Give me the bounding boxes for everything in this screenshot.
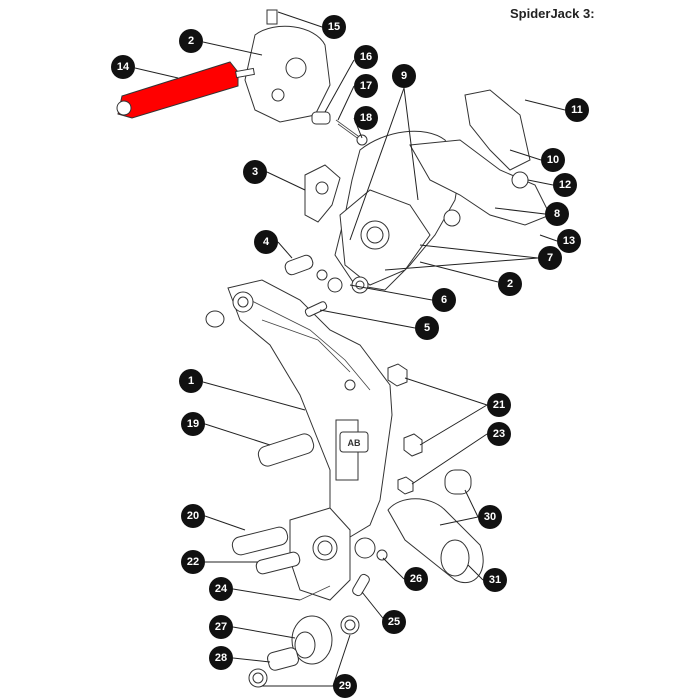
callout-24-label: 24 (215, 583, 228, 595)
callout-23: 23 (487, 422, 511, 446)
callout-11-label: 11 (571, 104, 583, 116)
callout-2-bottom-label: 2 (507, 278, 513, 290)
lower-bracket (289, 507, 351, 601)
callout-15: 15 (322, 15, 346, 39)
callout-19-label: 19 (187, 418, 199, 430)
logo-label: AB (348, 438, 361, 448)
callout-10-label: 10 (547, 154, 559, 166)
callout-27-label: 27 (215, 621, 227, 633)
callout-17-label: 17 (360, 80, 372, 92)
callout-13: 13 (557, 229, 581, 253)
callout-21: 21 (487, 393, 511, 417)
callout-20: 20 (181, 504, 205, 528)
callout-16-label: 16 (360, 51, 372, 63)
callout-2-top: 2 (179, 29, 203, 53)
callout-4-label: 4 (263, 236, 270, 248)
callout-11: 11 (565, 98, 589, 122)
callout-31: 31 (483, 568, 507, 592)
callout-7: 7 (538, 246, 562, 270)
callout-25: 25 (382, 610, 406, 634)
callout-22: 22 (181, 550, 205, 574)
callout-20-label: 20 (187, 510, 199, 522)
callout-7-label: 7 (547, 252, 553, 264)
callout-3-label: 3 (252, 166, 258, 178)
pulley-assembly (248, 573, 370, 688)
knob-assembly (354, 469, 484, 583)
callout-3: 3 (243, 160, 267, 184)
callout-4: 4 (254, 230, 278, 254)
pin-part (284, 254, 314, 276)
callout-24: 24 (209, 577, 233, 601)
callout-18-label: 18 (360, 112, 372, 124)
callout-27: 27 (209, 615, 233, 639)
callout-12: 12 (553, 173, 577, 197)
screws-16-18 (311, 111, 368, 146)
callout-13-label: 13 (563, 235, 575, 247)
callout-14-label: 14 (117, 61, 130, 73)
jaw-assembly (409, 89, 551, 227)
callout-15-label: 15 (328, 21, 340, 33)
cam-part (304, 164, 341, 223)
callout-5-label: 5 (424, 322, 430, 334)
callout-26: 26 (404, 567, 428, 591)
page-title: SpiderJack 3: (510, 6, 595, 21)
callout-22-label: 22 (187, 556, 199, 568)
callout-17: 17 (354, 74, 378, 98)
washers-small (304, 269, 343, 317)
callout-9-label: 9 (401, 70, 407, 82)
callout-9: 9 (392, 64, 416, 88)
callout-31-label: 31 (489, 574, 501, 586)
nuts-right (387, 363, 423, 495)
callout-30-label: 30 (484, 511, 496, 523)
callout-1: 1 (179, 369, 203, 393)
callout-1-label: 1 (188, 375, 194, 387)
callout-28: 28 (209, 646, 233, 670)
bolts-left (231, 433, 331, 601)
callout-18: 18 (354, 106, 378, 130)
callout-23-label: 23 (493, 428, 505, 440)
callout-30: 30 (478, 505, 502, 529)
callout-29: 29 (333, 674, 357, 698)
logo-plate: AB (339, 431, 369, 453)
callout-5: 5 (415, 316, 439, 340)
callout-19: 19 (181, 412, 205, 436)
callout-14: 14 (111, 55, 135, 79)
top-block (244, 9, 331, 123)
callout-8-label: 8 (554, 208, 560, 220)
callout-28-label: 28 (215, 652, 227, 664)
callout-8: 8 (545, 202, 569, 226)
callout-25-label: 25 (388, 616, 400, 628)
leader-lines (134, 11, 566, 687)
red-handle (116, 61, 255, 119)
callout-2-bottom: 2 (498, 272, 522, 296)
callout-16: 16 (354, 45, 378, 69)
callout-2-top-label: 2 (188, 35, 194, 47)
callout-26-label: 26 (410, 573, 422, 585)
callout-6-label: 6 (441, 294, 447, 306)
callout-10: 10 (541, 148, 565, 172)
callout-29-label: 29 (339, 680, 351, 692)
callout-12-label: 12 (559, 179, 571, 191)
callout-6: 6 (432, 288, 456, 312)
main-body-plate (205, 279, 393, 541)
callout-21-label: 21 (493, 399, 505, 411)
